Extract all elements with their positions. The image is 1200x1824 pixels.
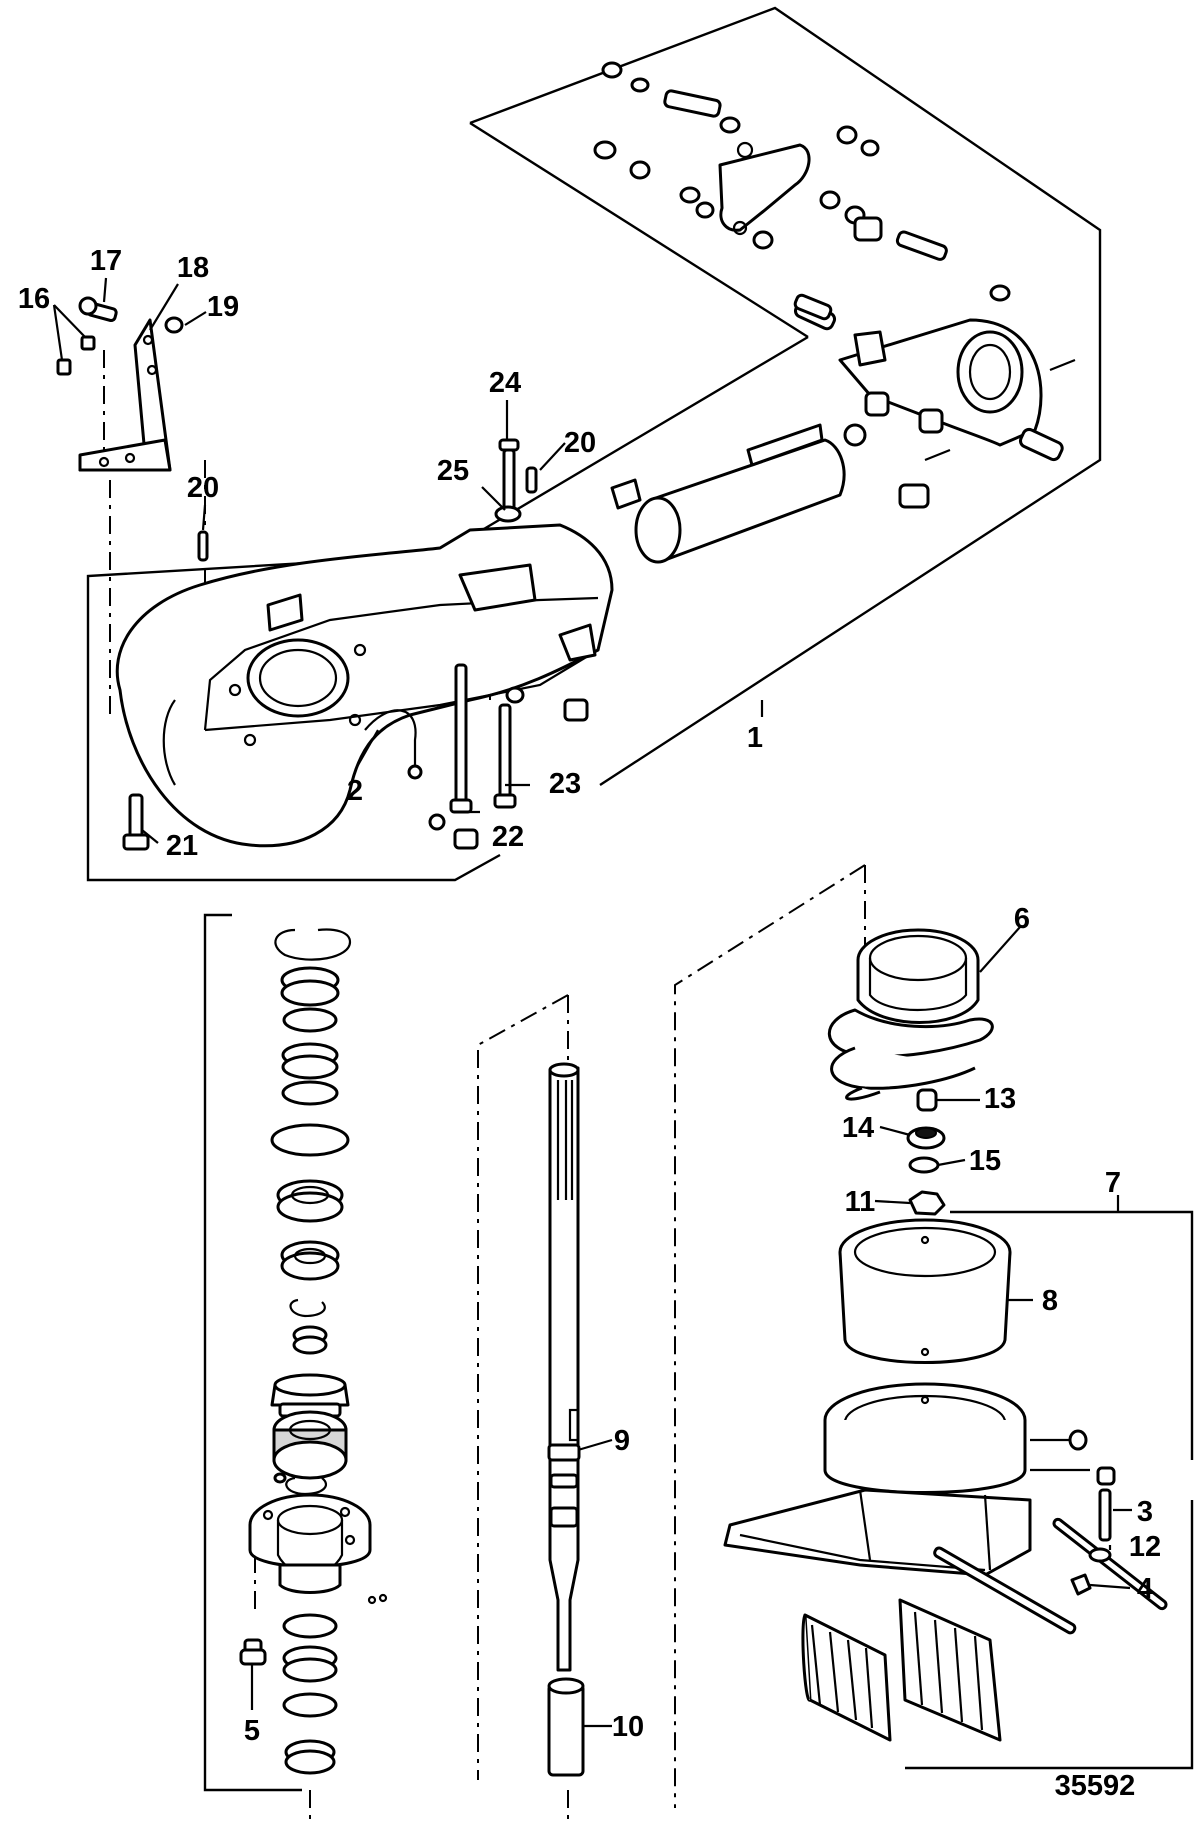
bearing-carrier: [248, 1493, 388, 1605]
intake-grate: [801, 1517, 1168, 1742]
callout-23: 23: [549, 768, 581, 800]
bearing-stack-frame: [203, 913, 302, 1792]
steering-bracket: [793, 299, 1076, 509]
driveshaft-sleeve: [547, 1677, 585, 1777]
callout-2: 2: [347, 775, 363, 807]
bearing-stack: [270, 928, 352, 1496]
screw-5: [239, 1638, 267, 1666]
impeller-nut-stack: [906, 1088, 946, 1216]
callout-10: 10: [612, 1711, 644, 1743]
lower-seal-stack: [282, 1613, 338, 1775]
callout-11: 11: [845, 1186, 876, 1218]
callout-3: 3: [1137, 1496, 1153, 1528]
callout-16: 16: [18, 283, 50, 315]
callout-9: 9: [614, 1425, 630, 1457]
water-pickup-hose: [364, 709, 423, 780]
callout-25: 25: [437, 455, 469, 487]
callout-13: 13: [984, 1083, 1016, 1115]
drawing-reference-number: 35592: [1055, 1770, 1136, 1802]
pump-nozzle-body: [723, 1382, 1032, 1577]
callout-24: 24: [489, 367, 521, 399]
pump-liner-8: [838, 1218, 1012, 1364]
callout-19: 19: [207, 291, 239, 323]
reverse-gate-plate: [718, 141, 811, 236]
callout-1: 1: [747, 722, 763, 754]
washer-25: [494, 505, 522, 523]
bracket-hardware: [56, 296, 184, 376]
leader-lines: [52, 277, 1132, 1728]
reverse-gate-hardware: [593, 61, 1011, 321]
assembly-7-frame: [905, 1210, 1194, 1770]
impeller: [827, 928, 994, 1101]
callout-22: 22: [492, 821, 524, 853]
callout-5: 5: [244, 1715, 260, 1747]
housing-fasteners: [122, 663, 589, 851]
callout-17: 17: [90, 245, 122, 277]
callout-20-left: 20: [187, 472, 219, 504]
callout-21: 21: [166, 830, 198, 862]
callout-7: 7: [1105, 1167, 1121, 1199]
callout-14: 14: [842, 1112, 874, 1144]
steering-tube: [610, 423, 846, 564]
callout-18: 18: [177, 252, 209, 284]
driveshaft: [547, 1062, 581, 1672]
pin-20-right: [525, 466, 538, 494]
mounting-bracket: [78, 318, 172, 472]
callout-20-right: 20: [564, 427, 596, 459]
callout-12: 12: [1129, 1531, 1161, 1563]
jet-pump-housing: [115, 523, 614, 848]
callout-6: 6: [1014, 903, 1030, 935]
callout-labels: 1 2 3 4 5 6 7 8 9 10 11 12 13 14 15 16 1…: [18, 245, 1161, 1747]
pin-20-left: [197, 530, 209, 562]
nozzle-hardware: [1030, 1429, 1116, 1596]
bolt-24: [498, 438, 520, 512]
callout-15: 15: [969, 1145, 1001, 1177]
callout-4: 4: [1137, 1573, 1153, 1605]
callout-8: 8: [1042, 1285, 1058, 1317]
